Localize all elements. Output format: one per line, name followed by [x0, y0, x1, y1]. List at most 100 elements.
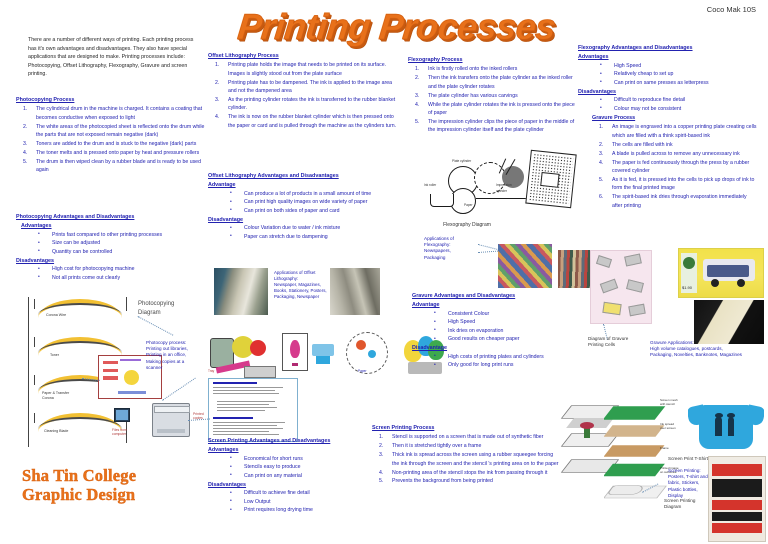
photocopying-disadvantages-label: Disadvantages	[16, 258, 55, 265]
list-item: 4.The paper is fed continuously through …	[599, 159, 750, 174]
gravure-disadvantages-label: Disadvantage	[412, 345, 448, 352]
list-item: Good results on cheaper paper	[412, 335, 612, 344]
offset-advantages: Can produce a lot of products in a small…	[208, 189, 406, 215]
offset-section: Offset Lithography Process 1.Printing pl…	[208, 52, 398, 131]
screen-process-section: Screen Printing Process 1.Stencil is sup…	[372, 424, 560, 486]
list-item: 2.Then the ink transfers onto the plate …	[415, 75, 573, 90]
list-item: Can produce a lot of products in a small…	[208, 189, 406, 198]
list-item: 1.The cylindrical drum in the machine is…	[23, 106, 203, 121]
author-name: Coco Mak 10S	[706, 5, 756, 14]
list-item: Difficult to reproduce fine detail	[578, 96, 754, 105]
newspaper-sketch-figure	[525, 149, 577, 209]
offset-disadvantages-label: Disadvantage	[208, 217, 244, 224]
gravure-cell-sketch: Paper	[338, 326, 394, 378]
offset-disadvantages: Colour Variation due to water / ink mixt…	[208, 224, 406, 241]
flexography-diagram-caption: Flexography Diagram	[443, 222, 491, 228]
list-item: Consistent Colour	[412, 309, 612, 318]
photocopying-advantages-section: Photocopying Advantages and Disadvantage…	[16, 213, 216, 282]
flexography-steps: 1.Ink is firstly rolled onto the inked r…	[408, 65, 580, 134]
connector-line	[137, 316, 174, 336]
list-item: High Speed	[412, 318, 612, 327]
flexography-advantages: High Speed Relatively cheap to set up Ca…	[578, 61, 754, 87]
gravure-advantages-section: Gravure Advantages and Disadvantages Adv…	[412, 292, 612, 370]
cyan-ink-figure	[310, 340, 336, 366]
list-item: Ink dries on evaporation	[412, 326, 612, 335]
list-item: Colour Variation due to water / ink mixt…	[208, 224, 406, 233]
list-item: 4.Non-printing area of the stencil stops…	[379, 469, 548, 476]
list-item: 4.The toner melts and is pressed onto pa…	[23, 149, 200, 156]
list-item: 2.The cells are filled with ink	[599, 141, 673, 148]
school-credit-line1: Sha Tin College	[22, 466, 137, 485]
gravure-applications-caption: Gravure Applications: High volume catalo…	[650, 340, 742, 358]
list-item: Stencils easy to produce	[208, 463, 384, 472]
school-credit-line2: Graphic Design	[22, 485, 136, 504]
photocopier-machine-figure	[152, 403, 190, 437]
list-item: 5.The drum is then wiped clean by a rubb…	[23, 158, 201, 174]
photocopying-advantages: Prints fast compared to other printing p…	[16, 230, 216, 256]
screen-print-tshirt-photo	[688, 396, 764, 452]
list-item: Relatively cheap to set up	[578, 70, 754, 79]
flexography-disadvantages-label: Disadvantages	[578, 89, 617, 96]
gravure-diagram-caption: Diagram of Gravure Printing Cells	[588, 336, 629, 348]
offset-advantages-section: Offset Lithography Advantages and Disadv…	[208, 172, 406, 241]
photocopier-info-slide	[208, 378, 298, 442]
gravure-ink-card	[282, 333, 308, 371]
list-item: Not all prints come out clearly	[16, 273, 216, 282]
list-item: 3.As the printing cylinder rotates the i…	[215, 97, 396, 112]
photocopying-disadvantages: High cost for photocopying machine Not a…	[16, 265, 216, 282]
school-credit: Sha Tin College Graphic Design	[22, 466, 136, 504]
flexography-process-heading: Flexography Process	[408, 57, 463, 63]
list-item: 4.The ink is now on the rubber blanket c…	[215, 114, 397, 129]
photocopying-steps: 1.The cylindrical drum in the machine is…	[16, 105, 212, 174]
list-item: 2.The white areas of the photocopied she…	[23, 123, 205, 139]
photocopying-applications-caption: Photocopy process: Printing out librarie…	[146, 340, 188, 370]
list-item: 1.Printing plate holds the image that ne…	[215, 62, 387, 77]
list-item: Can print high quality images on wide va…	[208, 198, 406, 207]
ink-rolls-photo	[558, 250, 590, 288]
magazines-photo	[498, 244, 552, 288]
screen-adv-heading: Screen Printing Advantages and Disadvant…	[208, 438, 331, 444]
flexography-disadvantages: Difficult to reproduce fine detail Colou…	[578, 96, 754, 113]
list-item: Can print on any material	[208, 471, 384, 480]
list-item: High Speed	[578, 61, 754, 70]
connector-line	[162, 377, 196, 401]
gravure-advantages: Consistent Colour High Speed Ink dries o…	[412, 309, 612, 344]
flexography-advantages-label: Advantages	[578, 54, 609, 61]
gravure-steps: 1.An image is engraved into a copper pri…	[592, 123, 758, 210]
list-item: Can print on both sides of paper and car…	[208, 206, 406, 215]
gravure-advantages-label: Advantage	[412, 302, 440, 309]
list-item: 5.The impression cylinder clips the piec…	[415, 118, 575, 134]
intro-paragraph: There are a number of different ways of …	[28, 37, 194, 78]
list-item: 1.Ink is firstly rolled onto the inked r…	[415, 66, 518, 73]
novelty-card-photo	[694, 300, 764, 344]
photocopying-section: Photocopying Process 1.The cylindrical d…	[16, 96, 212, 175]
list-item: 1.An image is engraved into a copper pri…	[599, 124, 757, 139]
list-item: Difficult to achieve fine detail	[208, 489, 384, 498]
list-item: 3.Toners are added to the drum and is st…	[23, 141, 197, 148]
list-item: 3.The plate cylinder has various carving…	[415, 92, 518, 99]
flexo-roller-illustration: Tray	[206, 330, 278, 382]
photocopying-diagram-caption: Photocopying Diagram	[138, 301, 175, 316]
screen-print-stack-figure	[556, 398, 626, 478]
screen-advantages: Economical for short runs Stencils easy …	[208, 454, 384, 480]
offset-steps: 1.Printing plate holds the image that ne…	[208, 61, 398, 130]
offset-adv-heading: Offset Lithography Advantages and Disadv…	[208, 173, 339, 179]
gravure-adv-heading: Gravure Advantages and Disadvantages	[412, 293, 516, 299]
flexography-adv-heading: Flexography Advantages and Disadvantages	[578, 45, 693, 51]
flexography-applications-caption: Applications of Flexography: Newspapers,…	[424, 236, 454, 260]
banknote-stamp-photo: $1.90	[678, 248, 764, 298]
list-item: Colour may not be consistent	[578, 104, 754, 113]
list-item: Quantity can be controlled	[16, 247, 216, 256]
photocopying-mini-slide	[98, 355, 162, 399]
gravure-process-heading: Gravure Process	[592, 115, 636, 121]
day-of-action-poster-photo	[708, 456, 766, 542]
photocopying-adv-heading: Photocopying Advantages and Disadvantage…	[16, 214, 135, 220]
list-item: Paper can stretch due to dampening	[208, 232, 406, 241]
list-item: Prints fast compared to other printing p…	[16, 230, 216, 239]
screen-disadvantages-label: Disadvantages	[208, 482, 247, 489]
flexography-advantages-section: Flexography Advantages and Disadvantages…	[578, 44, 754, 113]
screen-diagram-caption: Screen Printing Diagram	[664, 498, 696, 510]
offset-press-photo-2	[330, 268, 380, 315]
